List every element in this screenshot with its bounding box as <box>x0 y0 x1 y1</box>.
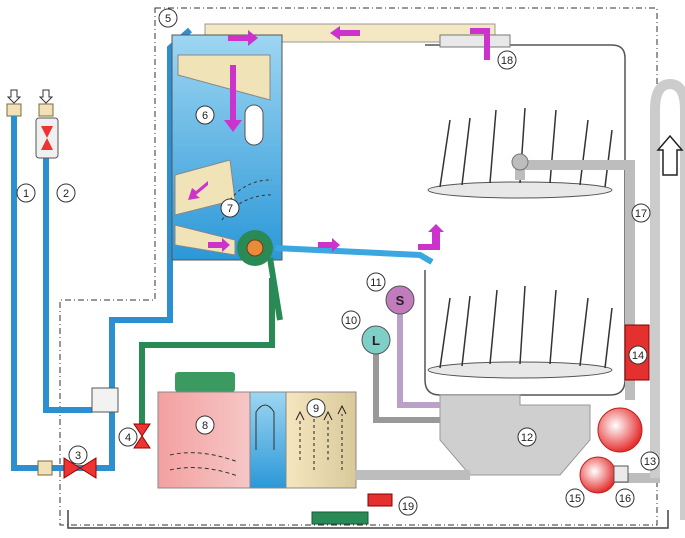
callout-circle-1 <box>16 183 36 203</box>
callout-label-18: 18 <box>501 55 513 67</box>
control-module <box>311 511 369 525</box>
circulation-pump <box>597 407 643 453</box>
level-sensor: L <box>361 325 391 355</box>
callout-label-6: 6 <box>202 110 208 122</box>
callout-circle-19 <box>398 496 418 516</box>
callout-label-10: 10 <box>345 315 357 327</box>
inlet-coupling <box>37 460 53 476</box>
base-tray <box>67 510 669 529</box>
salt-container <box>157 372 289 489</box>
inlet-arrow-icon-2 <box>38 89 54 104</box>
inlet-arrow-icon-1 <box>6 89 22 104</box>
inlet-valve-3 <box>63 457 97 479</box>
callout-label-17: 17 <box>635 208 647 220</box>
callout-label-9: 9 <box>313 403 319 415</box>
dish-tub <box>424 34 626 396</box>
callout-circle-18 <box>497 50 517 70</box>
callout-label-11: 11 <box>370 277 381 289</box>
callout-label-8: 8 <box>202 420 208 432</box>
flow-arrows <box>188 26 490 252</box>
callout-circle-5 <box>158 8 178 28</box>
callout-label-12: 12 <box>521 432 533 444</box>
callout-circle-17 <box>631 203 651 223</box>
inlet-hose-2 <box>38 103 92 413</box>
control-relay <box>367 493 393 507</box>
storage-tank <box>171 34 283 261</box>
drain-hose <box>650 78 685 520</box>
appliance-outline <box>59 7 658 526</box>
callout-label-5: 5 <box>165 13 171 25</box>
callout-label-4: 4 <box>125 432 131 444</box>
callout-label-3: 3 <box>75 450 81 462</box>
callout-circle-4 <box>118 427 138 447</box>
level-sensor-label: L <box>372 333 380 348</box>
inlet-hose-1 <box>6 103 40 471</box>
callout-circle-15 <box>565 488 585 508</box>
salt-sensor-label: S <box>396 293 405 308</box>
drain-pump <box>579 456 617 494</box>
callout-label-13: 13 <box>644 456 656 468</box>
callout-label-19: 19 <box>402 501 414 513</box>
callout-label-15: 15 <box>569 493 581 505</box>
callout-label-14: 14 <box>632 350 644 362</box>
callout-circle-13 <box>640 451 660 471</box>
callout-circle-2 <box>56 183 76 203</box>
salt-sensor: S <box>385 285 415 315</box>
callout-label-2: 2 <box>63 188 69 200</box>
regeneration-valve-4 <box>133 423 151 449</box>
callout-circle-12 <box>517 427 537 447</box>
callout-circle-3 <box>68 445 88 465</box>
callout-label-7: 7 <box>227 203 233 215</box>
circulation-junction <box>237 230 283 321</box>
callout-label-16: 16 <box>619 493 631 505</box>
callout-circle-11 <box>366 272 386 292</box>
callout-circle-8 <box>195 415 215 435</box>
sump <box>439 394 591 476</box>
aquastop-valve-2 <box>35 117 59 159</box>
callout-circle-16 <box>615 488 635 508</box>
callout-circle-9 <box>306 398 326 418</box>
callout-circle-6 <box>195 105 215 125</box>
callout-circle-7 <box>220 198 240 218</box>
drain-out-arrow-icon <box>656 134 684 176</box>
drain-valve-16 <box>613 465 629 483</box>
callout-circle-14 <box>628 345 648 365</box>
flow-meter <box>91 387 119 413</box>
callout-label-1: 1 <box>23 188 29 200</box>
callout-circle-10 <box>341 310 361 330</box>
